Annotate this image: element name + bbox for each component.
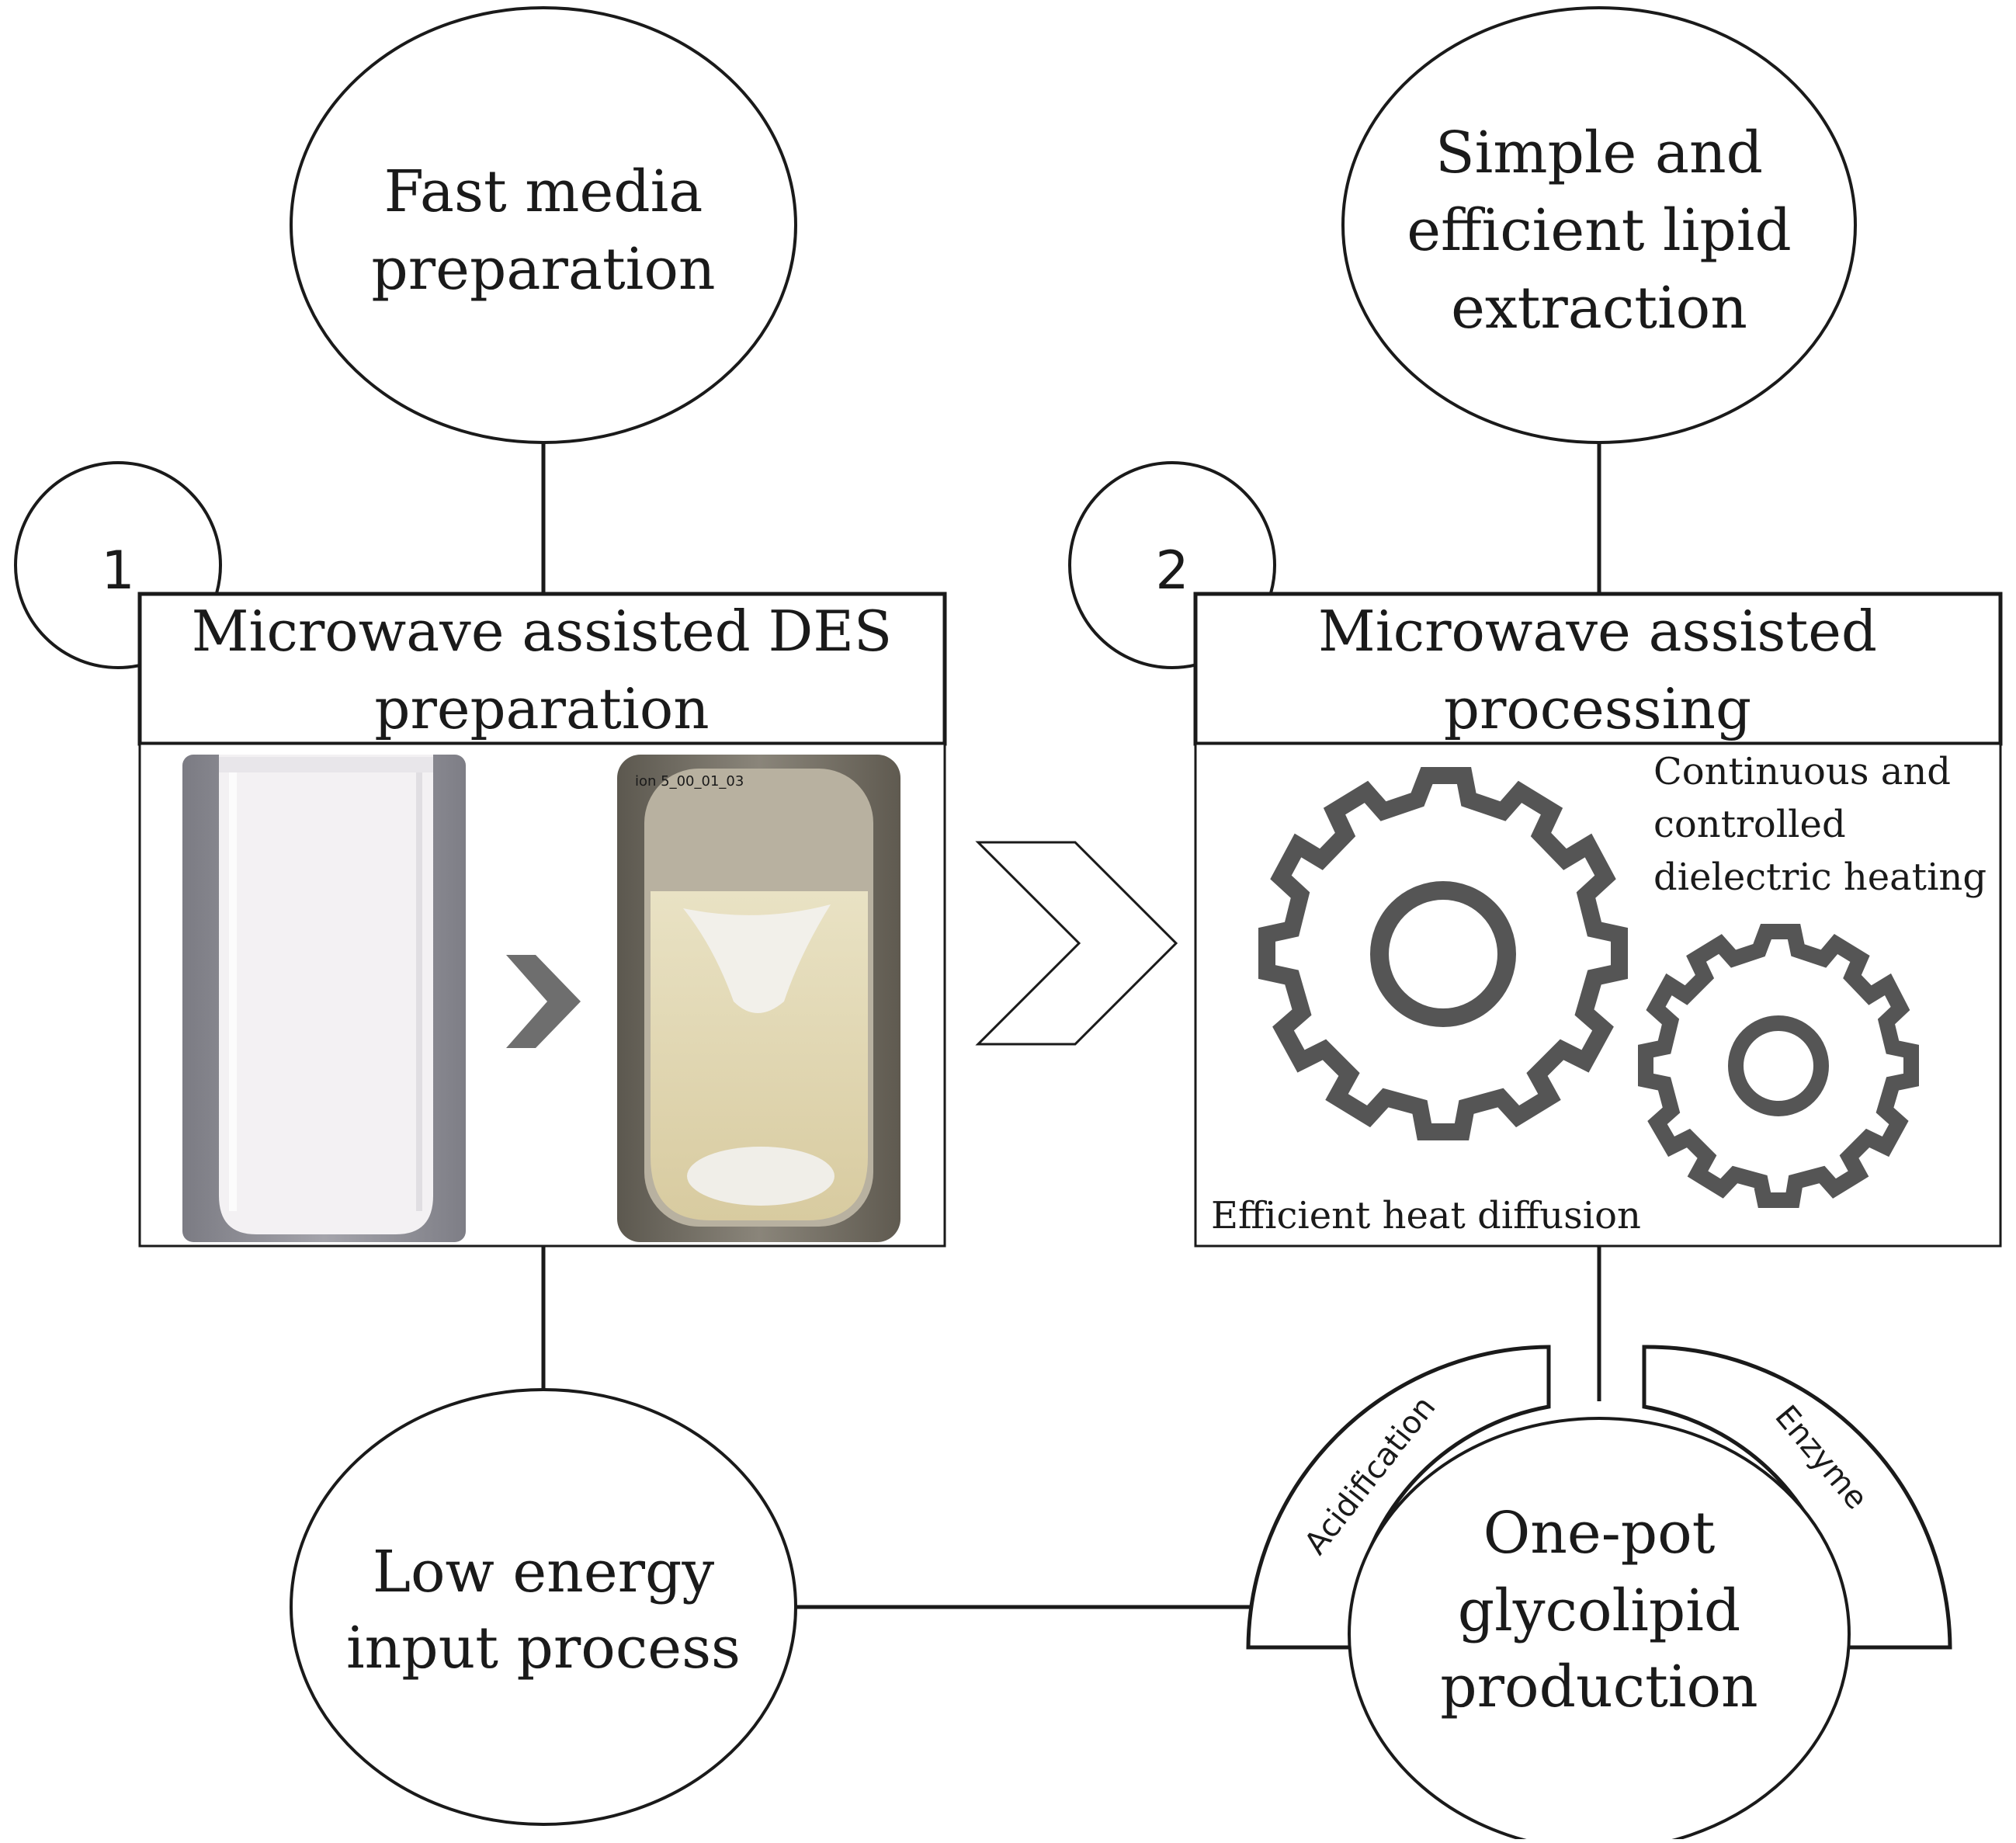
- step1-number: 1: [101, 540, 134, 602]
- large-gear-icon: [1258, 767, 1628, 1140]
- liquid-tube-photo: ion 5_00_01_03: [617, 755, 900, 1242]
- step2-title-line-1: Microwave assisted: [1318, 599, 1877, 664]
- powder-tube-photo: [182, 755, 466, 1242]
- connector-lines: [541, 439, 1601, 1609]
- step1-title-line-1: Microwave assisted DES: [192, 599, 893, 664]
- low-energy-line-1: Low energy: [373, 1539, 715, 1605]
- big-chevron-icon: [975, 841, 1178, 1046]
- fast-media-line-2: preparation: [371, 236, 715, 303]
- arc-enzyme: [1642, 1345, 1952, 1650]
- fast-media-line-1: Fast media: [384, 158, 703, 225]
- note-continuous-line-1: Continuous and: [1653, 750, 1951, 793]
- step2-panel: Microwave assisted processing Continuous…: [1193, 592, 2003, 1248]
- ellipse-lipid-extraction: Simple and efficient lipid extraction: [1341, 6, 1857, 444]
- step1-title-line-2: preparation: [374, 676, 709, 741]
- small-gear-icon: [1638, 924, 1919, 1208]
- ellipse-low-energy: Low energy input process: [290, 1388, 797, 1826]
- lipid-extraction-line-2: efficient lipid: [1407, 197, 1792, 264]
- ellipse-fast-media: Fast media preparation: [290, 6, 797, 444]
- step1-title-box: [137, 592, 947, 746]
- one-pot-line-2: glycolipid: [1458, 1577, 1741, 1644]
- step1-panel: Microwave assisted DES preparation ion 5…: [137, 592, 947, 1248]
- note-continuous-line-2: controlled: [1653, 803, 1846, 846]
- low-energy-line-2: input process: [346, 1615, 741, 1682]
- one-pot-group: Acidification Enzyme One-pot glycolipid …: [1246, 1345, 1952, 1843]
- small-chevron-icon: [506, 955, 581, 1048]
- lipid-extraction-line-3: extraction: [1451, 275, 1747, 342]
- note-continuous-line-3: dielectric heating: [1653, 856, 1987, 899]
- one-pot-line-1: One-pot: [1483, 1500, 1716, 1567]
- step2-number: 2: [1155, 540, 1188, 602]
- step2-title-line-2: processing: [1444, 676, 1751, 741]
- note-heat-diffusion: Efficient heat diffusion: [1211, 1194, 1641, 1237]
- photo-caption: ion 5_00_01_03: [635, 773, 744, 790]
- one-pot-line-3: production: [1440, 1654, 1757, 1720]
- lipid-extraction-line-1: Simple and: [1435, 120, 1763, 186]
